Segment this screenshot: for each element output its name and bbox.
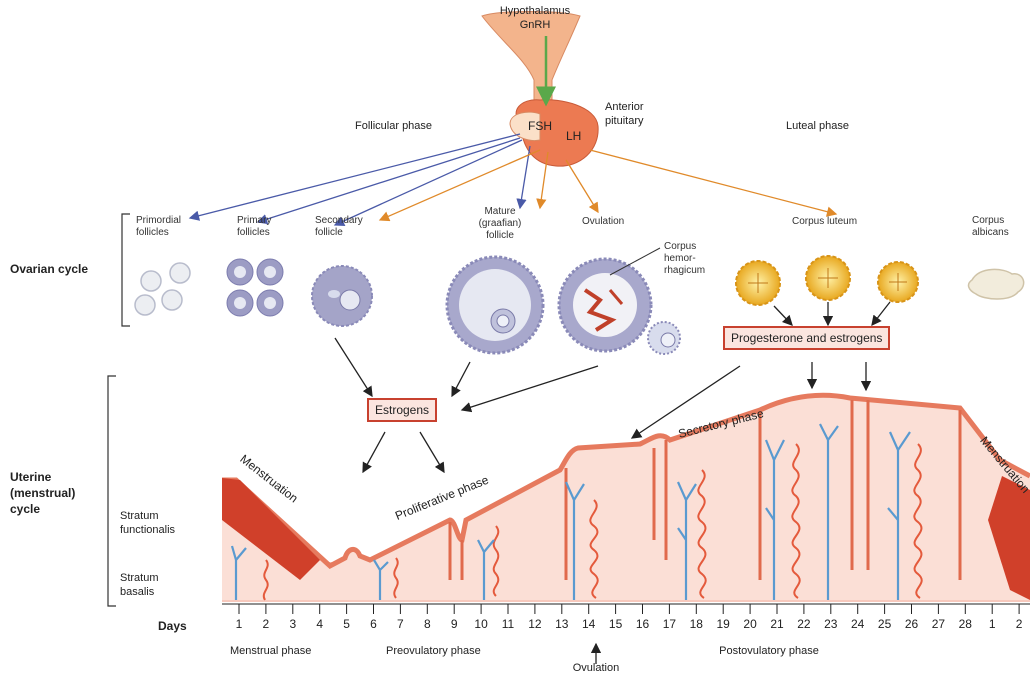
menstrual-phase-label: Menstrual phase <box>230 644 310 658</box>
day-label: 17 <box>658 617 680 631</box>
day-label: 6 <box>363 617 385 631</box>
secondary-label-2: follicle <box>315 227 343 238</box>
luteal-phase-label: Luteal phase <box>786 120 849 132</box>
days-label: Days <box>158 619 187 633</box>
day-label: 14 <box>578 617 600 631</box>
day-label: 20 <box>739 617 761 631</box>
day-label: 9 <box>443 617 465 631</box>
corpus-hemorrhagicum-label-3: rhagicum <box>664 265 705 276</box>
secondary-follicle-drawing <box>312 266 372 326</box>
day-label: 27 <box>927 617 949 631</box>
primary-label-1: Primary <box>237 215 271 226</box>
mature-label-1: Mature <box>470 206 530 217</box>
pituitary-label: pituitary <box>605 115 644 127</box>
day-label: 22 <box>793 617 815 631</box>
fsh-label: FSH <box>528 120 552 132</box>
primary-label-2: follicles <box>237 227 270 238</box>
corpus-hemorrhagicum-label-1: Corpus <box>664 241 696 252</box>
mature-follicle-drawing <box>447 257 543 353</box>
secondary-label-1: Secondary <box>315 215 363 226</box>
stratum-functionalis-label-1: Stratum <box>120 510 159 522</box>
day-label: 8 <box>416 617 438 631</box>
anterior-label: Anterior <box>605 101 644 113</box>
day-label: 2 <box>1008 617 1030 631</box>
primary-follicles-drawing <box>227 259 283 316</box>
estrogens-box: Estrogens <box>367 398 437 422</box>
follicular-phase-label: Follicular phase <box>355 120 432 132</box>
day-label: 18 <box>685 617 707 631</box>
corpus-luteum-label: Corpus luteum <box>792 216 857 227</box>
primordial-label-1: Primordial <box>136 215 181 226</box>
day-label: 3 <box>282 617 304 631</box>
ovarian-cycle-label: Ovarian cycle <box>10 262 88 276</box>
day-label: 1 <box>981 617 1003 631</box>
stratum-functionalis-label-2: functionalis <box>120 524 175 536</box>
ovulation-label: Ovulation <box>582 216 624 227</box>
uterine-cycle-label-2: (menstrual) <box>10 486 75 500</box>
day-label: 25 <box>874 617 896 631</box>
mature-label-2: (graafian) <box>470 218 530 229</box>
day-label: 5 <box>336 617 358 631</box>
corpus-luteum-drawing <box>736 256 918 305</box>
day-label: 28 <box>954 617 976 631</box>
day-label: 10 <box>470 617 492 631</box>
preovulatory-phase-label: Preovulatory phase <box>386 644 476 658</box>
corpus-albicans-label-1: Corpus <box>972 215 1004 226</box>
day-label: 24 <box>847 617 869 631</box>
day-label: 1 <box>228 617 250 631</box>
corpus-albicans-drawing <box>969 269 1024 299</box>
day-label: 26 <box>901 617 923 631</box>
uterine-cycle-label-3: cycle <box>10 502 40 516</box>
day-label: 19 <box>712 617 734 631</box>
day-label: 7 <box>389 617 411 631</box>
uterine-cycle-label-1: Uterine <box>10 470 51 484</box>
postovulatory-phase-label: Postovulatory phase <box>714 644 824 658</box>
lh-label: LH <box>566 130 581 142</box>
day-label: 16 <box>632 617 654 631</box>
corpus-albicans-label-2: albicans <box>972 227 1009 238</box>
stratum-basalis-label-2: basalis <box>120 586 154 598</box>
day-label: 2 <box>255 617 277 631</box>
day-label: 11 <box>497 617 519 631</box>
gnrh-label: GnRH <box>480 18 590 32</box>
day-label: 21 <box>766 617 788 631</box>
hypothalamus-label: Hypothalamus <box>480 4 590 18</box>
progesterone-estrogens-box: Progesterone and estrogens <box>723 326 890 350</box>
endometrium-drawing <box>222 395 1030 602</box>
day-label: 13 <box>551 617 573 631</box>
primordial-follicles-drawing <box>135 263 190 315</box>
day-label: 4 <box>309 617 331 631</box>
ovulation-drawing <box>559 248 680 354</box>
mature-label-3: follicle <box>470 230 530 241</box>
day-label: 12 <box>524 617 546 631</box>
day-label: 23 <box>820 617 842 631</box>
primordial-label-2: follicles <box>136 227 169 238</box>
corpus-hemorrhagicum-label-2: hemor- <box>664 253 696 264</box>
stratum-basalis-label-1: Stratum <box>120 572 159 584</box>
day-label: 15 <box>605 617 627 631</box>
ovulation-axis-label: Ovulation <box>548 662 644 674</box>
